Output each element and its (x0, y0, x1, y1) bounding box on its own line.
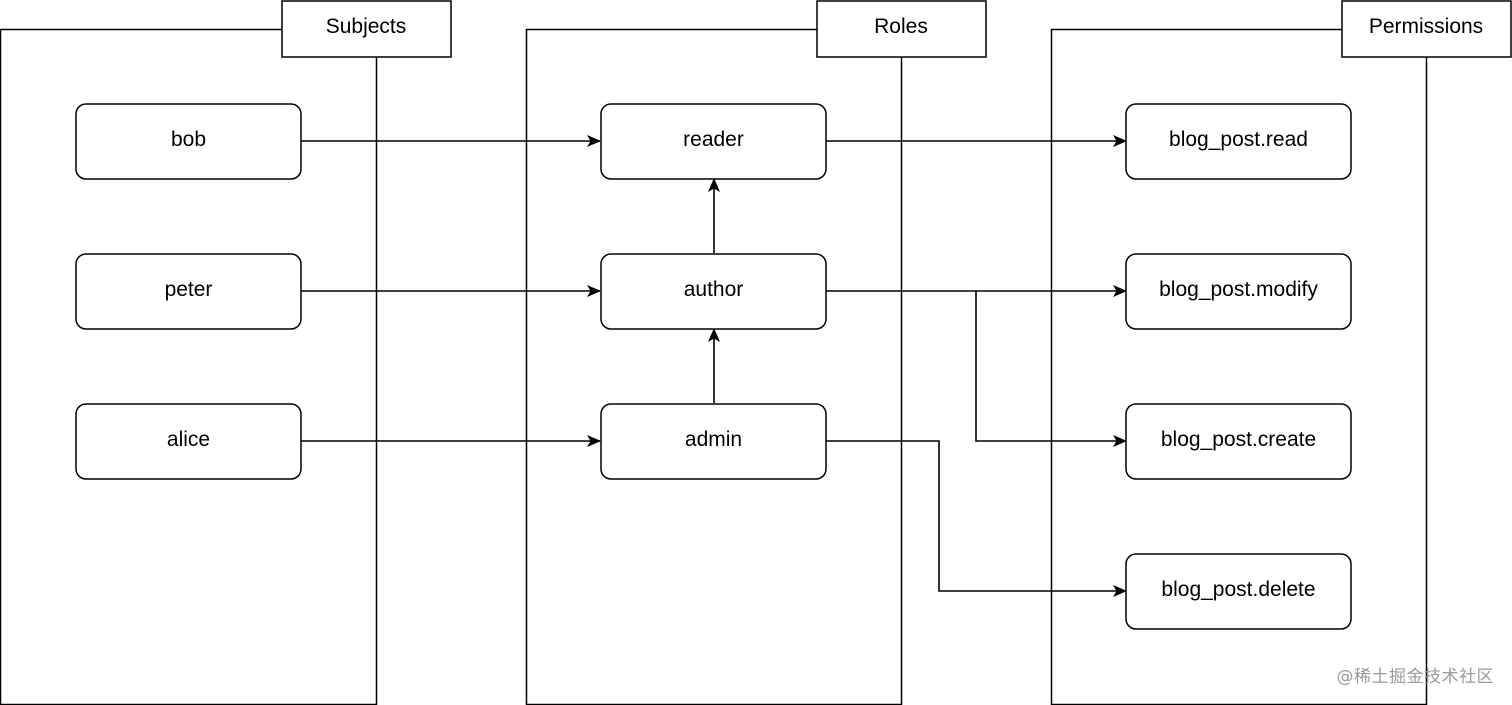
permission-label: blog_post.create (1161, 428, 1316, 451)
role-node-admin: admin (600, 403, 827, 480)
subject-node-peter: peter (75, 253, 302, 330)
permission-node-read: blog_post.read (1125, 103, 1352, 180)
edge-author-create (975, 291, 1127, 447)
role-node-reader: reader (600, 103, 827, 180)
subject-label: peter (165, 278, 213, 301)
role-label: reader (683, 128, 744, 151)
subject-label: bob (171, 128, 206, 151)
permission-label: blog_post.read (1169, 128, 1308, 151)
permission-label: blog_post.delete (1161, 578, 1315, 601)
permissions-header: Permissions (1341, 0, 1512, 58)
permission-node-modify: blog_post.modify (1125, 253, 1352, 330)
role-label: admin (685, 428, 742, 451)
permission-node-create: blog_post.create (1125, 403, 1352, 480)
role-node-author: author (600, 253, 827, 330)
roles-header-label: Roles (874, 15, 928, 38)
edge-admin-delete (826, 440, 1127, 597)
subjects-header: Subjects (281, 0, 452, 58)
permission-node-delete: blog_post.delete (1125, 553, 1352, 630)
subjects-header-label: Subjects (326, 15, 407, 38)
connectors (301, 135, 1127, 597)
subject-label: alice (167, 428, 210, 451)
subject-node-bob: bob (75, 103, 302, 180)
permissions-header-label: Permissions (1369, 15, 1483, 38)
subject-node-alice: alice (75, 403, 302, 480)
role-label: author (684, 278, 744, 301)
roles-header: Roles (816, 0, 987, 58)
permission-label: blog_post.modify (1159, 278, 1318, 301)
watermark: @稀土掘金技术社区 (1336, 667, 1494, 687)
